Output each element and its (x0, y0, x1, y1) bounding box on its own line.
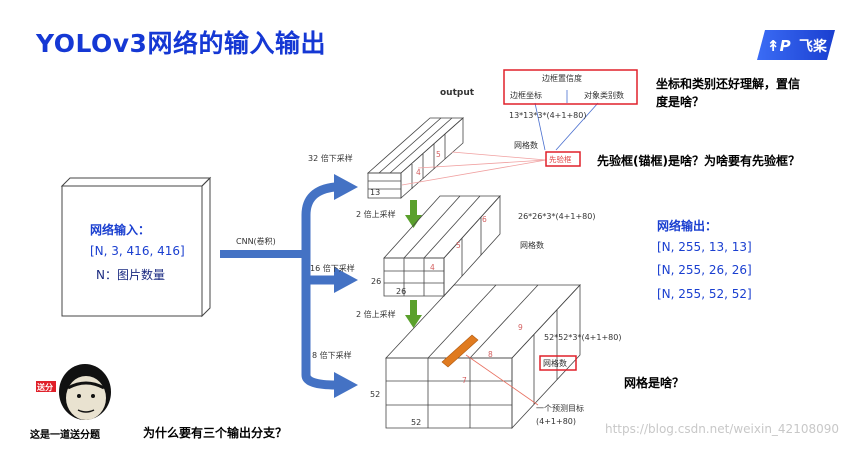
input-shape: [N, 3, 416, 416] (90, 244, 185, 258)
top-box-connectors (534, 90, 599, 151)
paddle-logo: ↟P 飞桨 (757, 30, 835, 60)
top-red-box (503, 69, 638, 105)
cube-num: 4 (430, 263, 435, 272)
input-cube (60, 176, 212, 318)
arrow-head-32 (334, 174, 358, 200)
output-label: output (440, 88, 475, 98)
anchor-red-box (545, 151, 581, 167)
label-8x-down: 8 倍下采样 (312, 351, 352, 360)
cube-13 (366, 117, 465, 199)
cube-num: 9 (518, 323, 523, 332)
grid-label-26: 网格数 (520, 241, 544, 250)
label-16x-down: 16 倍下采样 (310, 264, 355, 273)
predict-formula: (4+1+80) (536, 417, 577, 426)
dim-52-left: 52 (370, 390, 381, 399)
output-title: 网络输出： (657, 219, 718, 233)
grid-label-13: 网格数 (514, 141, 538, 150)
anchor-lines (401, 151, 547, 186)
meme-badge: 送分 (37, 383, 53, 392)
output-shape-52: [N, 255, 52, 52] (657, 287, 752, 301)
grid-label-52: 网格数 (543, 359, 567, 368)
input-note: N：图片数量 (96, 268, 165, 282)
cube-num: 6 (482, 215, 487, 224)
cube-num: 5 (456, 241, 461, 250)
formula-52: 52*52*3*(4+1+80) (544, 333, 622, 342)
label-2x-up-a: 2 倍上采样 (356, 210, 396, 219)
meme-caption: 这是一道送分题 (30, 430, 100, 441)
cnn-label: CNN(卷积) (236, 237, 276, 246)
formula-13: 13*13*3*(4+1+80) (509, 111, 587, 120)
arrow-head-8 (334, 372, 358, 398)
question-anchor: 先验框(锚框)是啥？为啥要有先验框？ (597, 154, 800, 168)
arrow-head-16 (334, 267, 358, 293)
slide-title: YOLOv3网络的输入输出 (36, 29, 326, 58)
cube-num: 4 (416, 168, 421, 177)
label-32x-down: 32 倍下采样 (308, 154, 353, 163)
grid-red-box (539, 355, 577, 371)
question-confidence-2: 度是啥？ (656, 95, 705, 109)
dim-52-bottom: 52 (411, 418, 422, 427)
cube-num: 8 (488, 350, 493, 359)
cnn-arrow (220, 250, 302, 258)
cube-26 (383, 194, 501, 298)
question-confidence-1: 坐标和类别还好理解，置信 (656, 77, 801, 91)
logo-text: 飞桨 (799, 39, 827, 55)
svg-text:↟P: ↟P (767, 37, 791, 55)
meme-face-icon (59, 364, 111, 420)
paddle-logo-icon: ↟P (757, 30, 835, 60)
predict-target-label: 一个预测目标 (536, 404, 584, 413)
dim-26-bottom: 26 (396, 287, 407, 296)
output-shape-26: [N, 255, 26, 26] (657, 263, 752, 277)
label-2x-up-b: 2 倍上采样 (356, 310, 396, 319)
output-shape-13: [N, 255, 13, 13] (657, 240, 752, 254)
upsample-arrows (405, 200, 422, 328)
class-count-label: 对象类别数 (584, 91, 624, 100)
bbox-coord-label: 边框坐标 (510, 91, 542, 100)
blue-branch-arrows (301, 182, 337, 390)
question-branches: 为什么要有三个输出分支？ (143, 426, 288, 440)
dim-26-left: 26 (371, 277, 382, 286)
formula-26: 26*26*3*(4+1+80) (518, 212, 596, 221)
anchor-label: 先验框 (549, 155, 572, 164)
confidence-label: 边框置信度 (542, 74, 582, 83)
predict-pointer (465, 354, 539, 406)
cube-num: 5 (436, 150, 441, 159)
predict-column (441, 334, 479, 368)
input-title: 网络输入： (90, 223, 151, 237)
question-grid: 网格是啥？ (624, 376, 685, 390)
watermark: https://blog.csdn.net/weixin_42108090 (604, 422, 839, 436)
cube-num: 7 (462, 376, 467, 385)
meme-badge-bg (36, 381, 56, 392)
dim-13: 13 (370, 188, 381, 197)
cube-52 (385, 283, 581, 430)
